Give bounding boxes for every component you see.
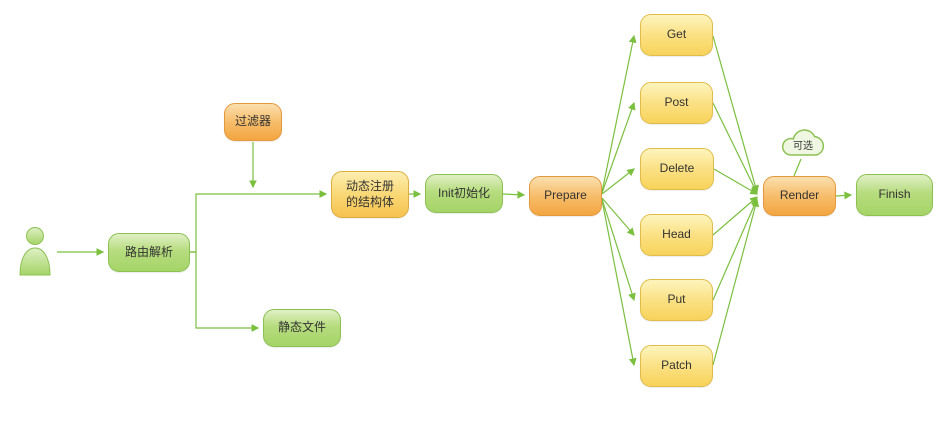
node-finish-label: Finish [878,187,911,202]
node-prepare-label: Prepare [544,188,587,203]
node-static-files-label: 静态文件 [277,320,326,335]
edge-init-prepare [502,190,526,199]
node-method-patch-label: Patch [661,358,692,373]
edge-prepare-get [601,34,637,193]
node-method-get-label: Get [666,27,687,42]
node-init-label: Init初始化 [437,185,490,200]
person-icon [16,226,54,276]
node-static-files: 静态文件 [263,309,341,347]
edge-render-finish [835,191,853,200]
node-method-patch: Patch [640,345,713,387]
edge-cloud-render [793,158,802,177]
node-filter-label: 过滤器 [234,114,271,129]
node-method-get: Get [640,14,713,56]
edge-prepare-delete [601,168,635,195]
edge-route-static [190,251,260,332]
optional-cloud: 可选 [779,126,827,160]
edge-prepare-patch [601,199,637,367]
cloud-shape [782,129,825,156]
node-method-head-label: Head [662,227,691,242]
node-route-parsing: 路由解析 [108,233,190,272]
edge-patch-render [712,198,760,366]
edge-put-render [712,197,758,301]
edge-delete-render [713,168,759,195]
edge-route-struct [190,190,328,253]
node-method-put-label: Put [667,292,686,307]
node-finish: Finish [856,174,933,216]
node-method-head: Head [640,214,713,256]
edge-prepare-post [601,101,636,194]
edge-prepare-put [601,198,636,302]
node-dynamic-struct-label: 动态注册 的结构体 [345,178,394,209]
node-render: Render [763,176,836,216]
node-method-delete-label: Delete [659,161,695,176]
node-prepare: Prepare [529,176,602,216]
edge-post-render [712,102,758,195]
edge-prepare-head [601,197,635,236]
node-method-post-label: Post [664,95,689,110]
node-init: Init初始化 [425,174,503,213]
node-route-parsing-label: 路由解析 [124,244,173,259]
optional-label: 可选 [793,141,813,152]
node-method-put: Put [640,279,713,321]
node-method-post: Post [640,82,713,124]
edge-head-render [712,196,758,236]
node-dynamic-struct: 动态注册 的结构体 [331,171,409,218]
node-filter: 过滤器 [224,103,282,141]
node-method-delete: Delete [640,148,714,190]
node-render-label: Render [779,188,820,203]
edge-get-render [712,35,759,194]
